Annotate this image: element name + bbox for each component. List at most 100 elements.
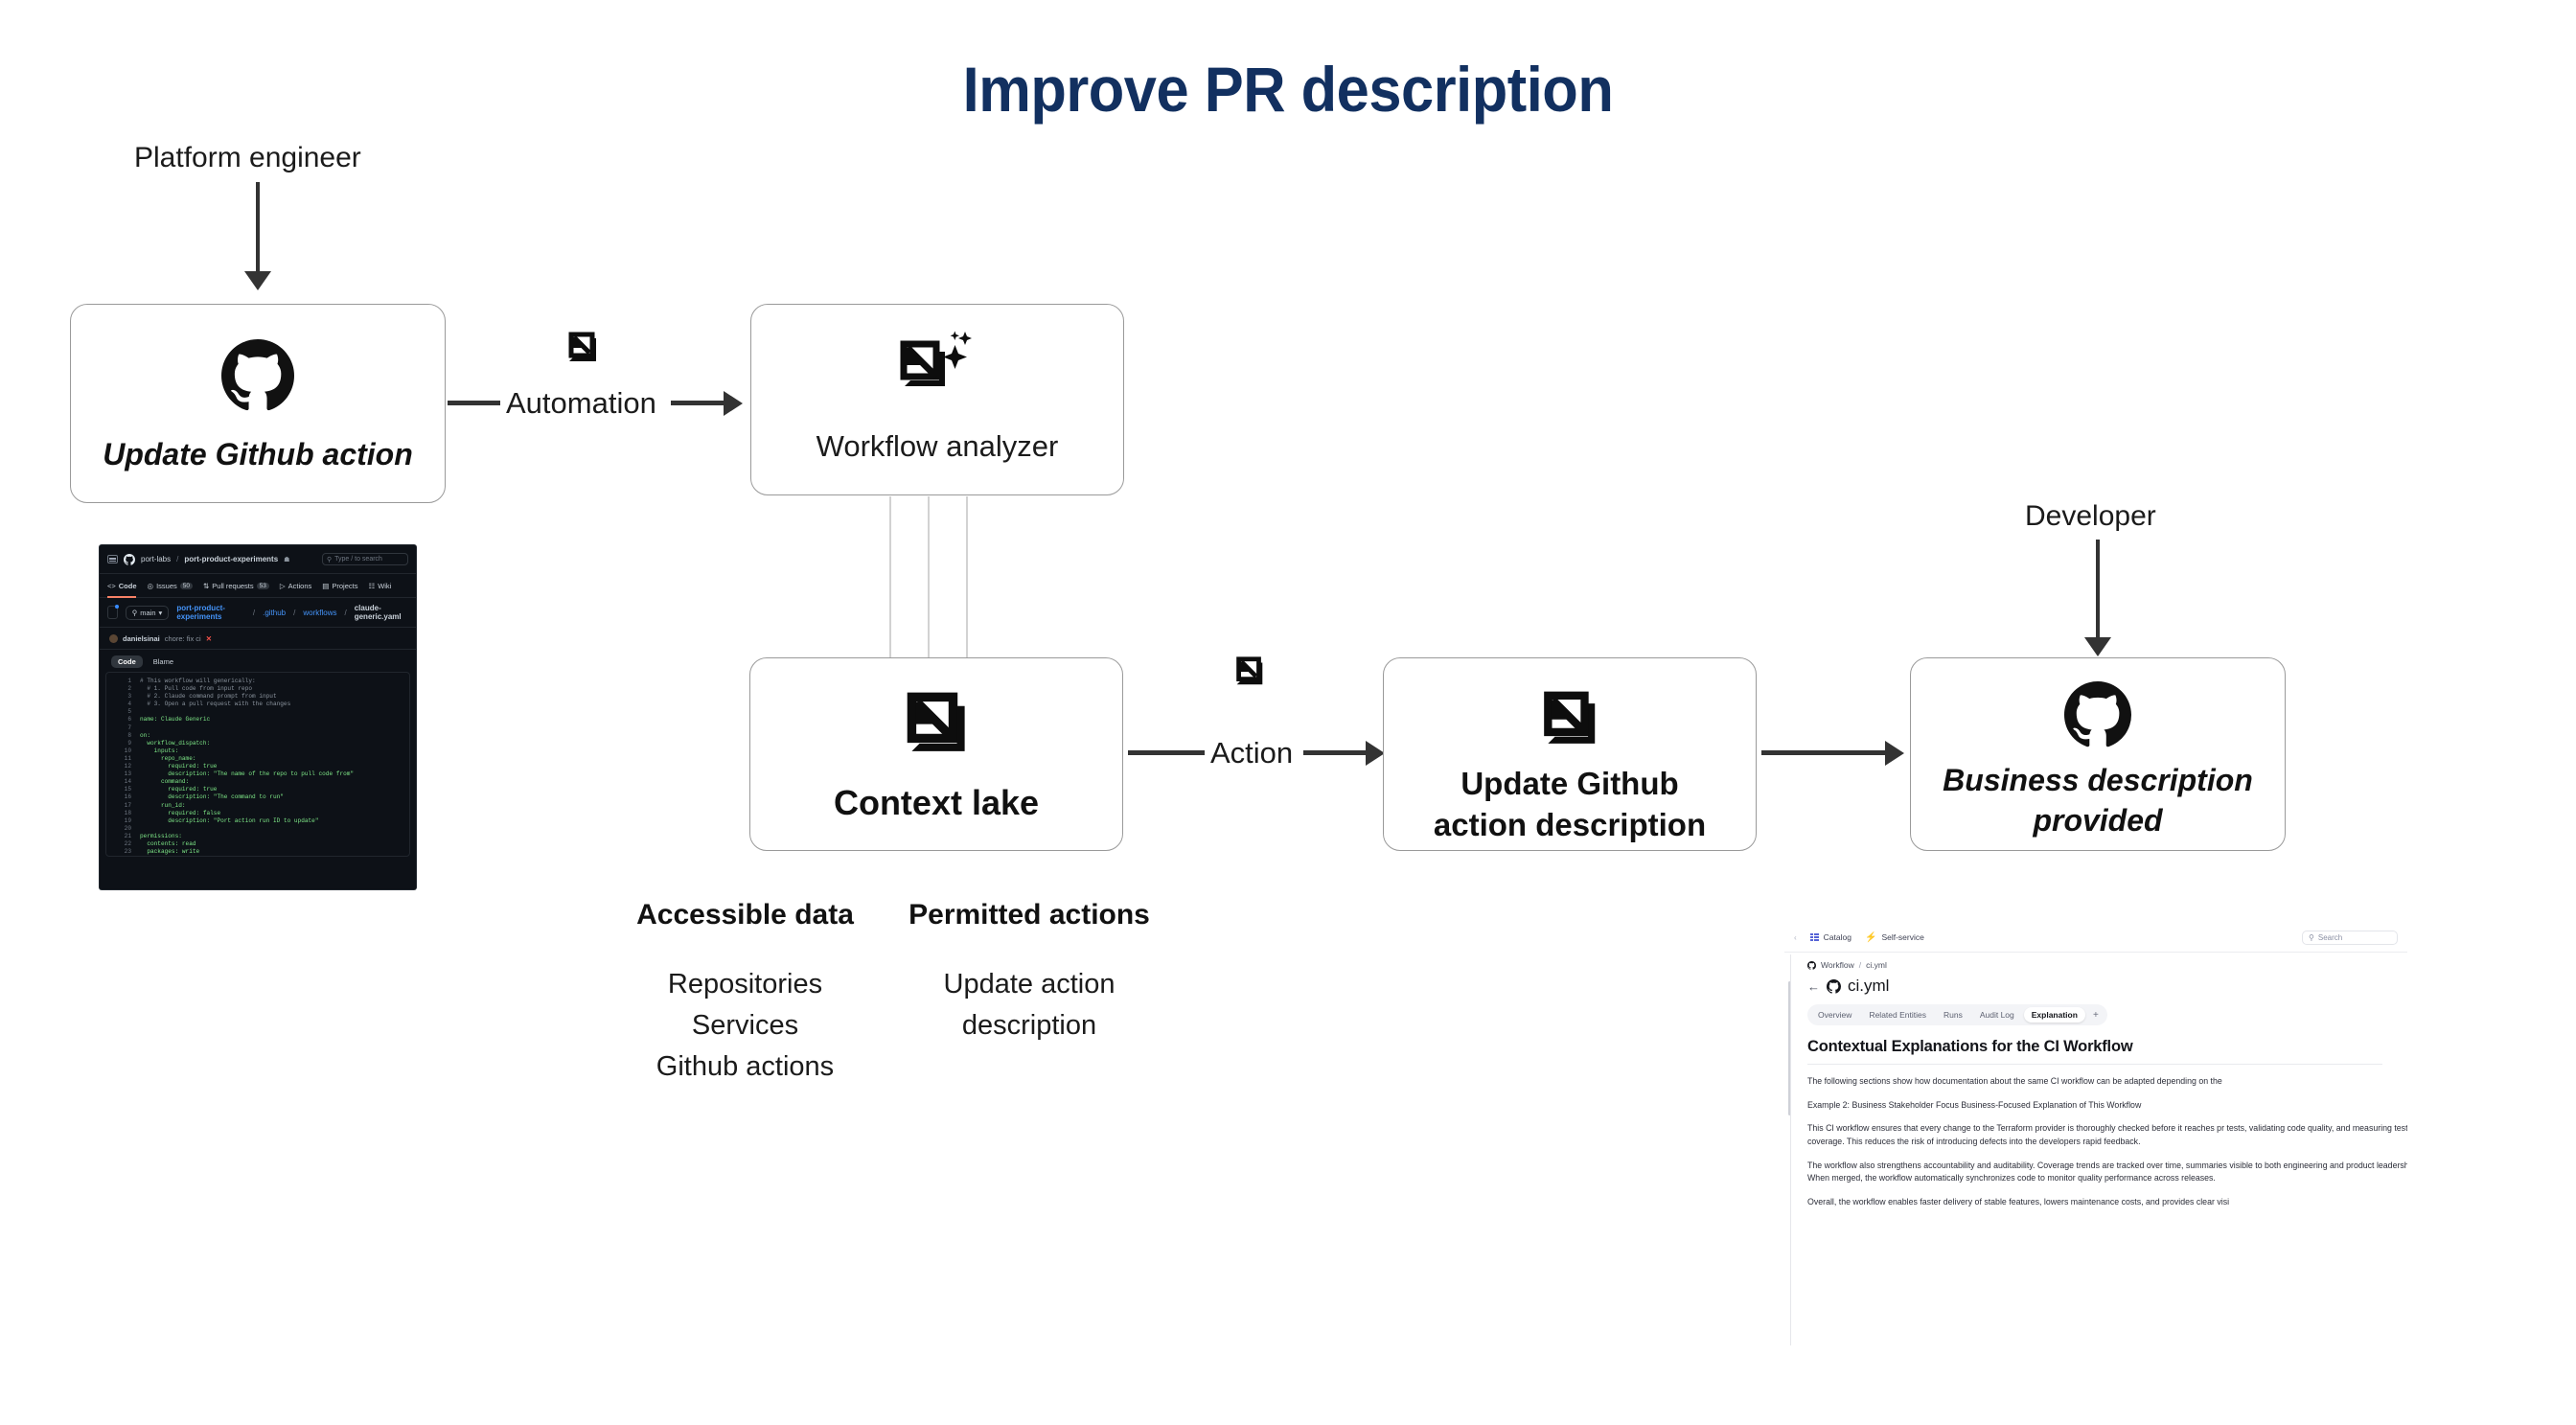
github-nav-projects[interactable]: ▤Projects: [322, 581, 358, 590]
tab-blame[interactable]: Blame: [152, 657, 174, 666]
line-number: 9: [127, 739, 131, 747]
code-line: 11 repo_name:: [106, 755, 409, 763]
node-label: Context lake: [833, 783, 1040, 822]
connector-line-2: [928, 496, 930, 659]
line-text: contents: read: [140, 839, 196, 847]
branch-icon: ⚲: [131, 608, 138, 617]
github-commit-row: danielsinai chore: fix ci ✕: [100, 627, 416, 649]
description-arrow-head: [1885, 741, 1904, 766]
left-rail: [1784, 953, 1798, 1346]
line-text: packages: write: [140, 848, 200, 856]
explanation-paragraph: The workflow also strengthens accountabi…: [1807, 1160, 2407, 1184]
path-part[interactable]: .github: [263, 608, 287, 617]
github-nav-code[interactable]: <>Code: [107, 581, 137, 590]
line-number: 14: [124, 778, 131, 786]
line-number: 1: [127, 678, 131, 684]
line-number: 4: [127, 701, 131, 708]
github-code-viewer[interactable]: 1# This workflow will generically:2 # 1.…: [105, 672, 410, 858]
code-line: 12 required: true: [106, 763, 409, 770]
github-nav-actions[interactable]: ▷Actions: [279, 581, 312, 590]
line-text: required: false: [140, 809, 221, 816]
commit-author[interactable]: danielsinai: [123, 633, 160, 643]
code-line: 5: [106, 708, 409, 716]
connector-line-3: [966, 496, 968, 659]
github-nav-wiki[interactable]: ☷Wiki: [368, 581, 392, 590]
code-line: 4 # 3. Open a pull request with the chan…: [106, 701, 409, 708]
line-number: 5: [127, 708, 131, 716]
nav-catalog[interactable]: Catalog: [1809, 932, 1852, 942]
github-icon: [1807, 960, 1816, 970]
tab-related-entities[interactable]: Related Entities: [1869, 1010, 1926, 1020]
hamburger-icon[interactable]: [107, 555, 118, 563]
path-part[interactable]: workflows: [303, 608, 337, 617]
node-update-github-action-description[interactable]: Update Github action description: [1383, 657, 1757, 851]
tab-runs[interactable]: Runs: [1943, 1010, 1963, 1020]
column-heading: Accessible data: [636, 899, 854, 931]
nav-self-service[interactable]: ⚡ Self-service: [1864, 931, 1924, 943]
platform-engineer-arrow-shaft: [256, 182, 260, 273]
github-repo[interactable]: port-product-experiments: [184, 555, 279, 563]
active-tab-underline: [107, 596, 136, 598]
automation-arrow-head: [724, 391, 743, 416]
code-line: 13 description: "The name of the repo to…: [106, 770, 409, 778]
line-text: # This workflow will generically:: [140, 678, 256, 684]
github-icon: [221, 330, 294, 422]
back-arrow-icon[interactable]: ←: [1807, 978, 1820, 994]
line-text: # 3. Open a pull request with the change…: [140, 701, 291, 708]
action-line-right: [1303, 750, 1369, 755]
line-text: workflow_dispatch:: [140, 739, 211, 747]
book-icon: ☷: [368, 581, 376, 590]
tab-code[interactable]: Code: [111, 655, 143, 668]
node-workflow-analyzer[interactable]: Workflow analyzer: [750, 304, 1124, 495]
line-number: 12: [124, 763, 131, 770]
line-number: 10: [124, 747, 131, 754]
line-number: 16: [124, 793, 131, 801]
code-line: 19 description: "Port action run ID to u…: [106, 817, 409, 825]
line-number: 7: [127, 724, 131, 731]
line-text: description: "Port action run ID to upda…: [140, 816, 319, 824]
tab-explanation[interactable]: Explanation: [2023, 1007, 2085, 1023]
code-line: 15 required: true: [106, 786, 409, 793]
line-number: 22: [124, 839, 131, 847]
port-search-placeholder: Search: [2317, 932, 2343, 942]
scrollbar[interactable]: [1788, 981, 1791, 1115]
line-number: 19: [124, 816, 131, 824]
collapse-icon[interactable]: ‹: [1794, 932, 1797, 942]
tab-audit-log[interactable]: Audit Log: [1979, 1010, 2014, 1020]
port-search-input[interactable]: ⚲ Search: [2302, 930, 2398, 945]
line-text: name: Claude Generic: [140, 716, 211, 724]
sidebar-toggle-icon[interactable]: [107, 605, 119, 619]
code-line: 10 inputs:: [106, 747, 409, 755]
github-screenshot-thumbnail[interactable]: port-labs / port-product-experiments ☗ ⚲…: [100, 545, 416, 889]
port-icon: [1540, 683, 1599, 758]
add-tab-button[interactable]: +: [2092, 1009, 2099, 1021]
line-number: 18: [124, 809, 131, 816]
divider: [1807, 1064, 2382, 1065]
node-update-github-action[interactable]: Update Github action: [70, 304, 446, 503]
connector-line-1: [889, 496, 891, 659]
edge-label-automation: Automation: [506, 386, 656, 420]
commit-message: chore: fix ci: [164, 633, 201, 643]
line-number: 13: [124, 770, 131, 778]
branch-selector[interactable]: ⚲ main ▾: [125, 605, 170, 620]
port-screenshot-thumbnail[interactable]: ‹ Catalog ⚡ Self-service ⚲ Search Workfl…: [1784, 923, 2407, 1346]
github-org[interactable]: port-labs: [141, 555, 172, 563]
code-line: 17 run_id:: [106, 802, 409, 810]
search-icon: ⚲: [327, 556, 333, 563]
github-search-input[interactable]: ⚲ Type / to search: [322, 553, 408, 565]
breadcrumb-parent[interactable]: Workflow: [1821, 960, 1854, 970]
node-business-description-provided[interactable]: Business description provided: [1910, 657, 2286, 851]
lightning-icon: ⚡: [1864, 931, 1877, 943]
github-file-tabs: Code Blame: [100, 649, 416, 672]
code-line: 16 description: "The command to run": [106, 793, 409, 801]
tab-overview[interactable]: Overview: [1818, 1010, 1852, 1020]
node-context-lake[interactable]: Context lake: [749, 657, 1123, 851]
explanation-paragraph: Example 2: Business Stakeholder Focus Bu…: [1807, 1099, 2142, 1110]
path-repo[interactable]: port-product-experiments: [176, 604, 225, 621]
node-label: Update Github action: [103, 437, 413, 471]
